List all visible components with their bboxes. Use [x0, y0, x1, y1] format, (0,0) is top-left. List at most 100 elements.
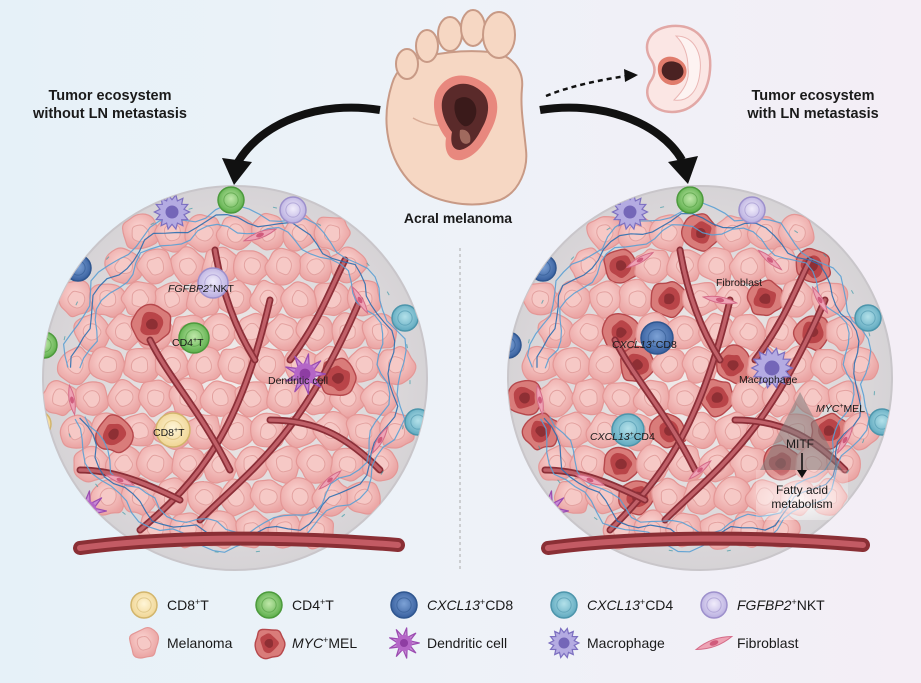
legend-myc-mel: MYC+MEL	[254, 628, 357, 660]
legend-macrophage-label: Macrophage	[587, 635, 665, 651]
myc-mel-cell	[620, 345, 656, 383]
legend-fibroblast: Fibroblast	[694, 635, 799, 651]
fatty-acid-label-1: Fatty acid	[776, 483, 828, 497]
fgfbp2-nkt-icon	[700, 591, 728, 619]
melanoma-cell	[588, 280, 626, 319]
cd8-t-cell	[43, 410, 52, 438]
cd4-t-cell	[178, 322, 210, 354]
legend-cxcl13-cd8: CXCL13+CD8	[390, 591, 513, 619]
left-dendritic-label: Dendritic cell	[268, 375, 328, 387]
legend-cd4-t: CD4+T	[255, 591, 334, 619]
melanoma-cell	[154, 345, 191, 384]
left-cd8-label: CD8+T	[153, 427, 185, 439]
fgfbp2-nkt-cell	[197, 267, 229, 299]
legend-melanoma-label: Melanoma	[167, 635, 233, 651]
melanoma-cell	[539, 378, 575, 418]
left-title-line-2: without LN metastasis	[32, 106, 187, 122]
melanoma-cell	[75, 381, 109, 416]
cd4-t-cell	[217, 186, 245, 214]
toe-2	[460, 9, 486, 47]
legend-cd8-t-label: CD8+T	[167, 597, 209, 613]
melanoma-cell	[217, 346, 254, 385]
melanoma-cell	[266, 379, 302, 415]
legend-fibroblast-label: Fibroblast	[737, 635, 799, 651]
left-curved-arrow	[234, 103, 381, 165]
mitf-gradient-cone	[760, 392, 842, 470]
melanoma-cell	[123, 347, 161, 384]
myc-mel-cell	[603, 446, 640, 483]
mitf-label: MITF	[786, 437, 814, 451]
melanoma-cell	[184, 214, 224, 253]
myc-mel-cell	[746, 279, 784, 317]
cxcl13-cd4-icon	[550, 591, 578, 619]
legend-macrophage: Macrophage	[547, 627, 665, 659]
left-title-line-1: Tumor ecosystem	[48, 88, 171, 104]
left-tumor-ecosystem: FGFBP2+NKT CD4+T CD8+T Dendritic cell	[42, 185, 428, 571]
legend-cxcl13-cd8-label: CXCL13+CD8	[427, 597, 513, 613]
cd4-t-icon	[255, 591, 283, 619]
right-cxcl13-cd8-label: CXCL13+CD8	[612, 339, 677, 351]
melanoma-cell	[58, 279, 95, 318]
legend-myc-mel-label: MYC+MEL	[292, 635, 357, 651]
myc-mel-cell	[650, 281, 687, 319]
melanoma-cell	[135, 444, 176, 483]
cxcl13-cd4-cell	[404, 408, 427, 436]
acral-foot-illustration	[385, 9, 528, 206]
myc-mel-cell	[521, 412, 560, 451]
cd8-t-cell	[155, 412, 191, 448]
left-nkt-label: FGFBP2+NKT	[168, 283, 235, 295]
melanoma-cell	[137, 379, 175, 418]
melanoma-cell	[618, 278, 655, 317]
melanoma-cell	[153, 281, 193, 318]
melanoma-cell	[232, 250, 270, 286]
right-fibroblast-label: Fibroblast	[716, 277, 762, 289]
cxcl13-cd8-icon	[390, 591, 418, 619]
legend-melanoma: Melanoma	[129, 626, 233, 659]
legend-dendritic-cell-label: Dendritic cell	[427, 635, 507, 651]
melanoma-cell	[697, 247, 737, 286]
melanoma-cell	[569, 247, 609, 286]
fibroblast	[836, 425, 854, 455]
melanoma-cell	[587, 344, 623, 385]
melanoma-cell	[728, 247, 768, 285]
metastasis-dashed-arrow	[545, 74, 627, 98]
melanoma-cell	[88, 283, 129, 318]
fibroblast	[104, 474, 136, 486]
melanoma-icon	[129, 626, 160, 659]
dendritic-cell	[285, 353, 326, 395]
melanoma-cell	[313, 216, 351, 252]
cxcl13-cd8-cell	[64, 254, 92, 282]
melanoma-cell	[571, 378, 606, 416]
cxcl13-cd4-cell	[854, 304, 882, 332]
cd4-t-cell	[676, 186, 704, 214]
cxcl13-cd8-cell	[508, 331, 522, 359]
right-fibroblasts	[536, 249, 854, 486]
fibroblast	[688, 460, 712, 480]
melanoma-cell	[280, 477, 318, 517]
melanoma-cell	[136, 248, 176, 285]
fibroblast	[318, 470, 342, 490]
macrophage	[611, 193, 649, 231]
right-title-line-2: with LN metastasis	[746, 106, 878, 122]
myc-mel-cell	[254, 628, 286, 660]
melanoma-cell	[763, 245, 801, 285]
fibroblast	[811, 285, 829, 315]
lymph-node-illustration	[645, 24, 712, 114]
left-fibroblasts	[68, 228, 389, 490]
myc-mel-cell	[130, 303, 172, 346]
fgfbp2-nkt-cell	[279, 196, 307, 224]
melanoma-cell	[827, 380, 862, 418]
myc-mel-cell	[603, 248, 640, 284]
right-blood-vessels	[541, 246, 849, 534]
right-myc-mel-label: MYC+MEL	[816, 403, 865, 415]
melanoma-cell	[234, 445, 270, 481]
melanoma-cell	[602, 382, 641, 416]
toe-5	[395, 48, 419, 80]
right-cxcl13-cd4-label: CXCL13+CD4	[590, 431, 655, 443]
macrophage-icon	[547, 627, 581, 659]
legend-fgfbp2-nkt: FGFBP2+NKT	[700, 591, 825, 619]
myc-mel-cell	[508, 379, 545, 416]
melanoma-cell	[186, 346, 224, 385]
